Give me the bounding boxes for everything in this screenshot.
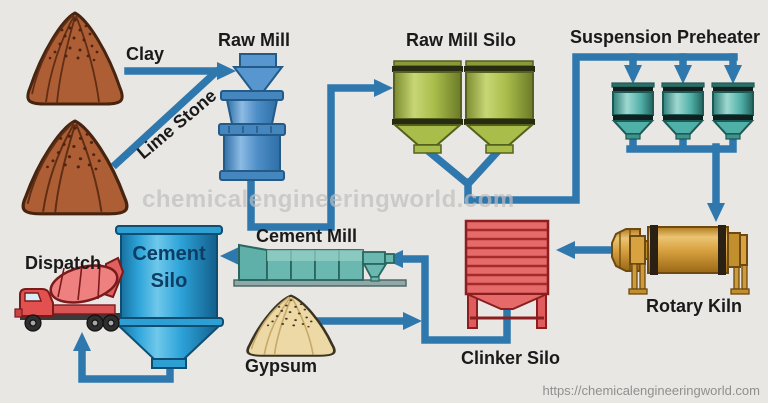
suspension-preheater bbox=[611, 82, 755, 140]
cement-silo-label-line2: Silo bbox=[150, 270, 188, 292]
rotary-kiln bbox=[611, 225, 750, 295]
raw-mill bbox=[218, 53, 286, 181]
source-url-text: https://chemicalengineeringworld.com bbox=[542, 383, 761, 398]
raw-mill-silo bbox=[392, 60, 535, 154]
dispatch-truck bbox=[14, 256, 125, 332]
raw-mill-silo-2 bbox=[464, 60, 535, 154]
raw-mill-silo-label: Raw Mill Silo bbox=[406, 30, 517, 50]
gypsum-pile bbox=[247, 295, 335, 356]
pipe-silo-to-preheater bbox=[421, 53, 738, 204]
watermark-text: chemicalengineeringworld.com bbox=[142, 186, 515, 213]
rotary-kiln-label: Rotary Kiln bbox=[646, 296, 743, 316]
pipe-preheater-manifold bbox=[626, 134, 737, 153]
preheater-cyclone-1 bbox=[611, 82, 655, 140]
gypsum-label: Gypsum bbox=[245, 356, 318, 376]
preheater-cyclone-2 bbox=[661, 82, 705, 140]
cement-mill-label: Cement Mill bbox=[256, 226, 358, 246]
pipe-clinkersilo-to-cementmill bbox=[384, 250, 511, 344]
pipe-limestone-to-rawmill bbox=[110, 66, 222, 170]
dispatch-label: Dispatch bbox=[25, 253, 102, 273]
cement-silo bbox=[114, 225, 224, 369]
clinker-silo bbox=[464, 219, 550, 329]
preheater-cyclone-3 bbox=[711, 82, 755, 140]
cement-silo-label-line1: Cement bbox=[132, 243, 206, 265]
clay-pile bbox=[27, 13, 123, 104]
suspension-preheater-label: Suspension Preheater bbox=[570, 27, 761, 47]
pipes bbox=[73, 53, 742, 383]
cement-mill bbox=[233, 243, 407, 287]
clay-label: Clay bbox=[126, 44, 165, 64]
raw-mill-silo-1 bbox=[392, 60, 463, 154]
limestone-pile bbox=[23, 121, 127, 214]
pipe-cementsilo-to-dispatch bbox=[73, 332, 174, 383]
cement-silo-label: Cement Silo bbox=[121, 241, 217, 295]
pipe-rawmill-to-silo bbox=[247, 79, 393, 231]
raw-mill-label: Raw Mill bbox=[218, 30, 291, 50]
clinker-silo-label: Clinker Silo bbox=[461, 348, 561, 368]
